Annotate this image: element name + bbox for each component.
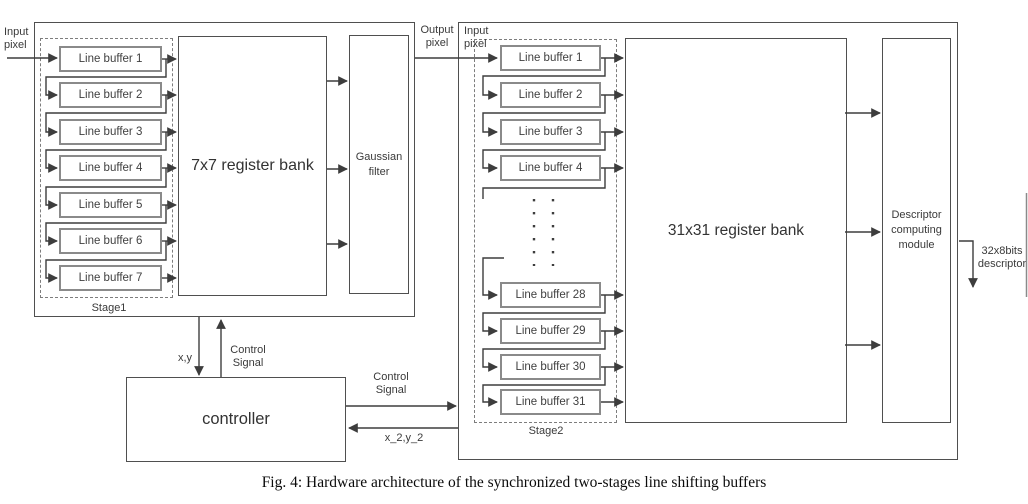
descriptor-output-label: 32x8bits descriptor — [977, 245, 1027, 271]
stage1-label: Stage1 — [91, 302, 127, 314]
stage2-input-pixel-label: Input pixel — [464, 25, 489, 51]
stage2-dashed-region — [474, 39, 617, 423]
stage2-outer-box — [458, 22, 958, 460]
stage1-line-buffer-4: Line buffer 4 — [59, 155, 162, 181]
stage2-line-buffer-28: Line buffer 28 — [500, 282, 601, 308]
stage2-line-buffer-30: Line buffer 30 — [500, 354, 601, 380]
stage2-line-buffer-1: Line buffer 1 — [500, 45, 601, 71]
xy-label: x,y — [177, 352, 192, 364]
stage2-line-buffer-2: Line buffer 2 — [500, 82, 601, 108]
control-signal-right-label: Control Signal — [373, 371, 409, 397]
stage1-line-buffer-6: Line buffer 6 — [59, 228, 162, 254]
control-signal-up-label: Control Signal — [230, 344, 266, 370]
stage1-line-buffer-3: Line buffer 3 — [59, 119, 162, 145]
stage2-line-buffer-3: Line buffer 3 — [500, 119, 601, 145]
stage2-line-buffer-31: Line buffer 31 — [500, 389, 601, 415]
stage2-register-bank: 31x31 register bank — [625, 38, 847, 423]
controller-box: controller — [126, 377, 346, 462]
stage1-line-buffer-5: Line buffer 5 — [59, 192, 162, 218]
stage1-register-bank: 7x7 register bank — [178, 36, 327, 296]
stage1-line-buffer-2: Line buffer 2 — [59, 82, 162, 108]
stage2-line-buffer-29: Line buffer 29 — [500, 318, 601, 344]
x2y2-label: x_2,y_2 — [384, 432, 424, 444]
figure-caption: Fig. 4: Hardware architecture of the syn… — [261, 474, 767, 491]
stage2-label: Stage2 — [528, 425, 564, 437]
stage1-line-buffer-1: Line buffer 1 — [59, 46, 162, 72]
stage1-input-pixel-label: Input pixel — [4, 26, 29, 52]
stage1-outer-box — [34, 22, 415, 317]
gaussian-filter: Gaussian filter — [349, 35, 409, 294]
stage2-line-buffer-4: Line buffer 4 — [500, 155, 601, 181]
descriptor-computing-module: Descriptor computing module — [882, 38, 951, 423]
stage1-line-buffer-7: Line buffer 7 — [59, 265, 162, 291]
descriptor-output-arrow — [959, 240, 978, 288]
output-pixel-label: Output pixel — [420, 24, 454, 50]
